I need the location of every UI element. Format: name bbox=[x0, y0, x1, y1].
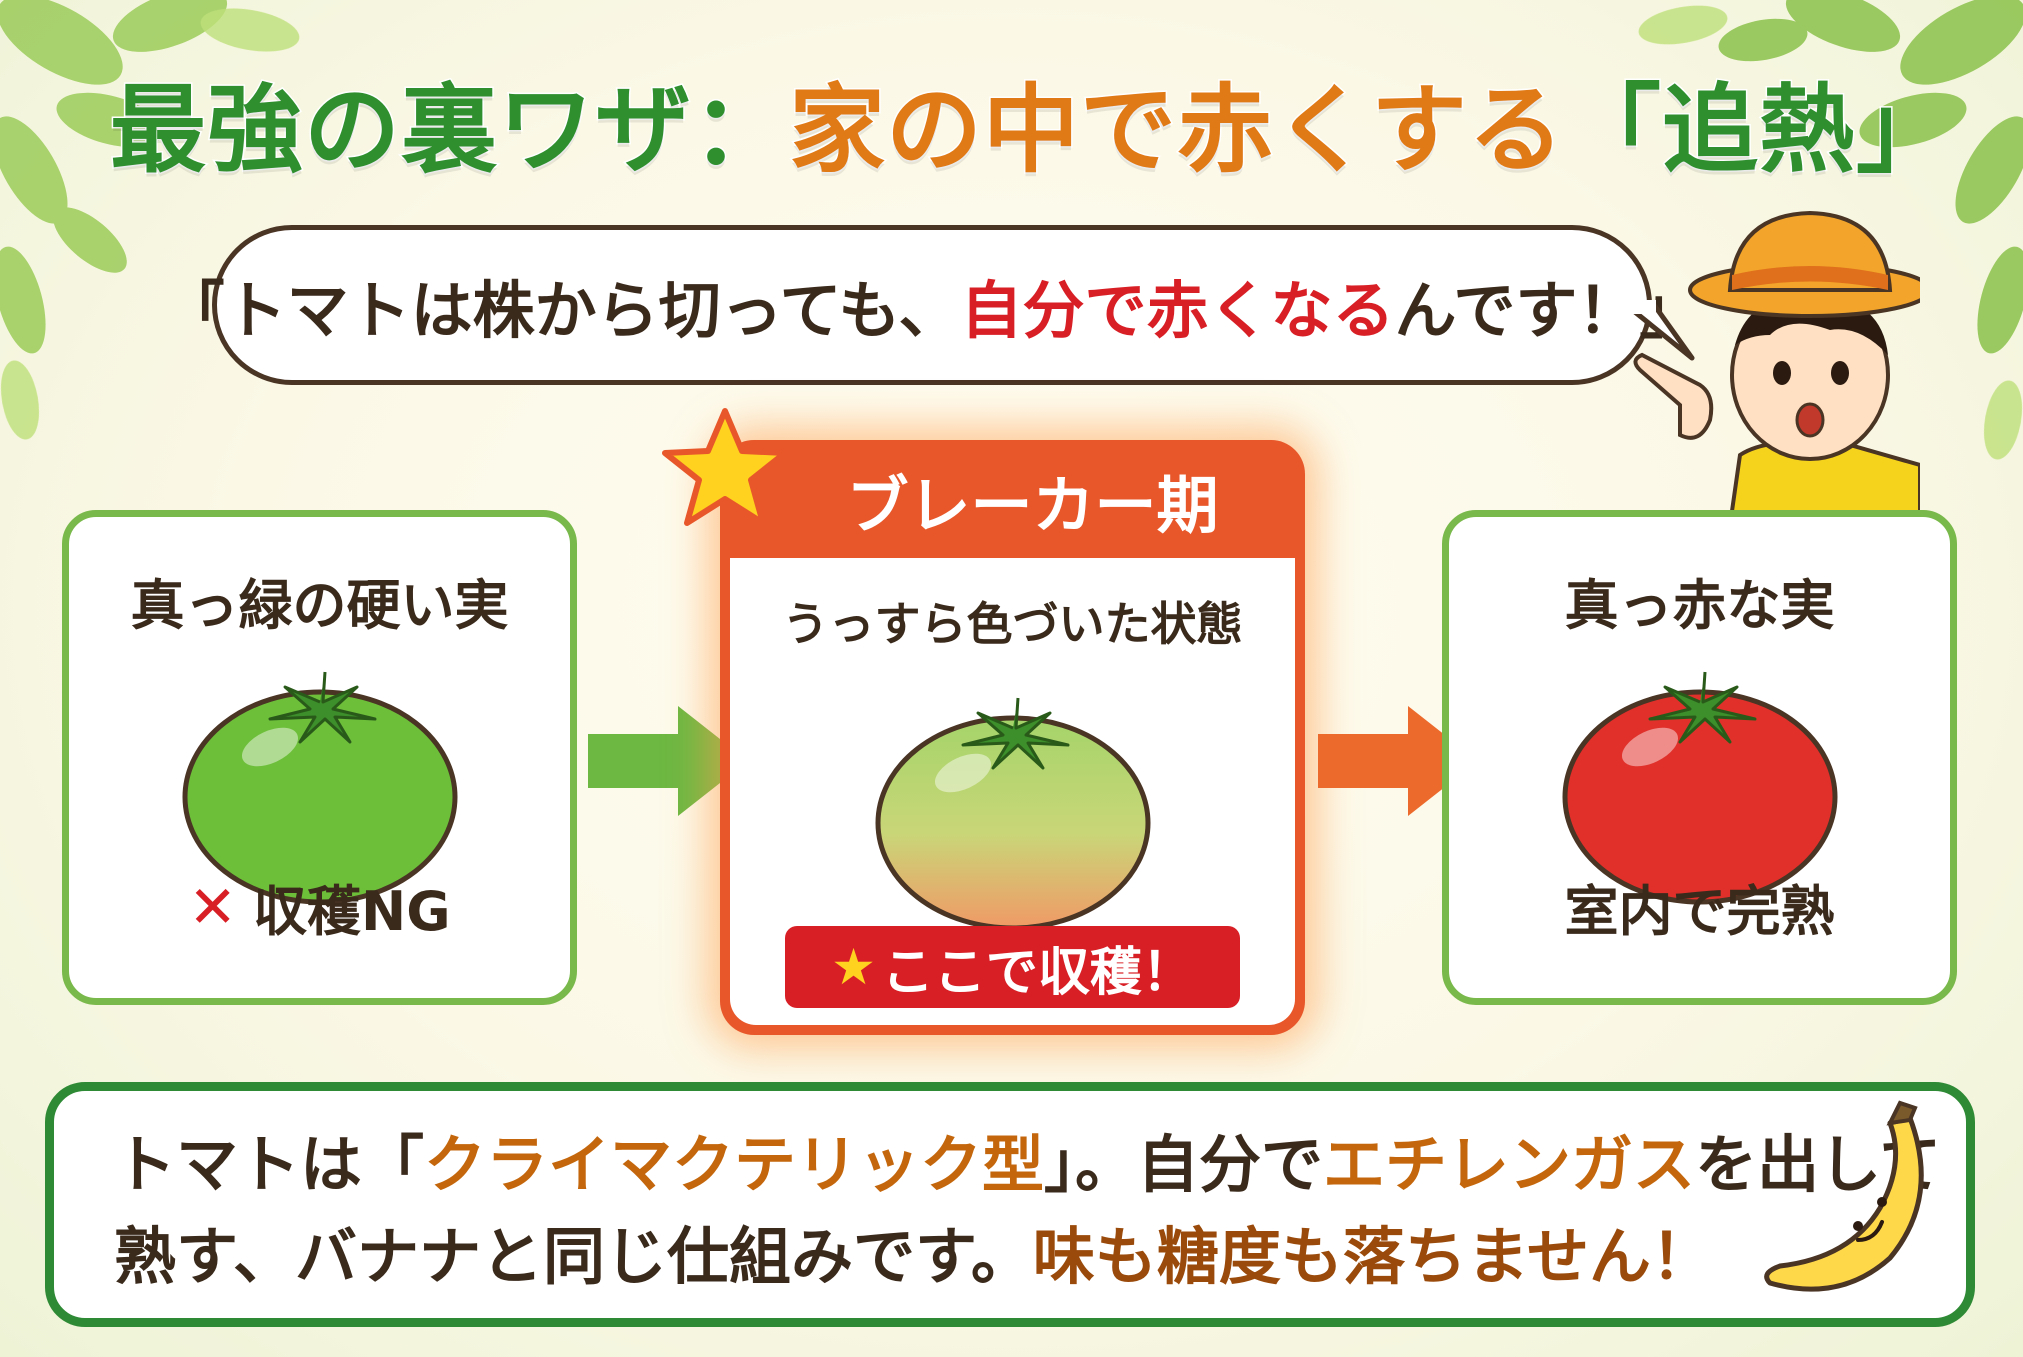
arrow-right-icon bbox=[588, 706, 748, 816]
star-icon bbox=[662, 408, 788, 526]
stage-note-red: 室内で完熟 bbox=[1564, 880, 1835, 943]
boy-icon bbox=[1633, 210, 1920, 525]
tomato-red-icon bbox=[1562, 671, 1837, 905]
info-highlight: エチレンガス bbox=[1323, 1128, 1696, 1201]
star-icon: ★ bbox=[831, 938, 876, 996]
speech-text-before: 「トマトは株から切っても、 bbox=[162, 274, 961, 347]
title-part-2: 家の中で赤くする bbox=[788, 73, 1566, 188]
cross-icon: ✕ bbox=[188, 872, 238, 941]
harvest-badge: ★ここで収穫！ bbox=[785, 926, 1240, 1008]
info-box: トマトは「クライマクテリック型」。自分でエチレンガスを出して 熟す、バナナと同じ… bbox=[45, 1082, 1975, 1327]
arrow-right-icon bbox=[1318, 706, 1478, 816]
info-highlight: 味も糖度も落ちません！ bbox=[1032, 1220, 1713, 1293]
banana-icon bbox=[1764, 1100, 1924, 1292]
stage-header-breaker: ブレーカー期 bbox=[846, 469, 1219, 542]
info-text: 熟す、バナナと同じ仕組みです。 bbox=[114, 1220, 1033, 1293]
info-text: 」。自分で bbox=[1044, 1128, 1324, 1201]
leaves-left-decoration bbox=[0, 0, 300, 440]
speech-bubble: 「トマトは株から切っても、自分で赤くなるんです！」 bbox=[163, 225, 1701, 385]
title-part-1: 最強の裏ワザ： bbox=[109, 73, 790, 188]
info-text: トマトは「 bbox=[114, 1128, 425, 1201]
stage-note-green-text: 収穫NG bbox=[253, 880, 451, 943]
stage-body-breaker: うっすら色づいた状態 ★ここで収穫！ bbox=[730, 558, 1295, 1025]
stage-card-red: 真っ赤な実 室内で完熟 bbox=[1442, 510, 1957, 1005]
stage-label-red: 真っ赤な実 bbox=[1564, 574, 1835, 637]
tomato-green-icon bbox=[182, 671, 457, 905]
speech-bubble-tail bbox=[1630, 300, 1695, 361]
harvest-badge-text: ここで収穫！ bbox=[881, 942, 1194, 1003]
stage-card-green: 真っ緑の硬い実 ✕収穫NG bbox=[62, 510, 577, 1005]
tomato-breaker-icon bbox=[875, 697, 1151, 931]
stage-note-green: ✕収穫NG bbox=[188, 867, 450, 946]
info-highlight: クライマクテリック型 bbox=[424, 1128, 1045, 1201]
stage-label-green: 真っ緑の硬い実 bbox=[130, 574, 509, 637]
info-line-2: 熟す、バナナと同じ仕組みです。味も糖度も落ちません！ bbox=[114, 1211, 1966, 1303]
leaves-right-decoration bbox=[1638, 0, 2023, 460]
stage-label-breaker: うっすら色づいた状態 bbox=[782, 597, 1243, 651]
info-line-1: トマトは「クライマクテリック型」。自分でエチレンガスを出して bbox=[114, 1119, 1966, 1211]
speech-text-highlight: 自分で赤くなる bbox=[960, 274, 1395, 347]
stage-card-breaker: ブレーカー期 うっすら色づいた状態 ★ここで収穫！ bbox=[720, 440, 1305, 1035]
title-part-3: 「追熱」 bbox=[1564, 73, 1954, 188]
page-title: 最強の裏ワザ：家の中で赤くする「追熱」 bbox=[109, 52, 1954, 188]
